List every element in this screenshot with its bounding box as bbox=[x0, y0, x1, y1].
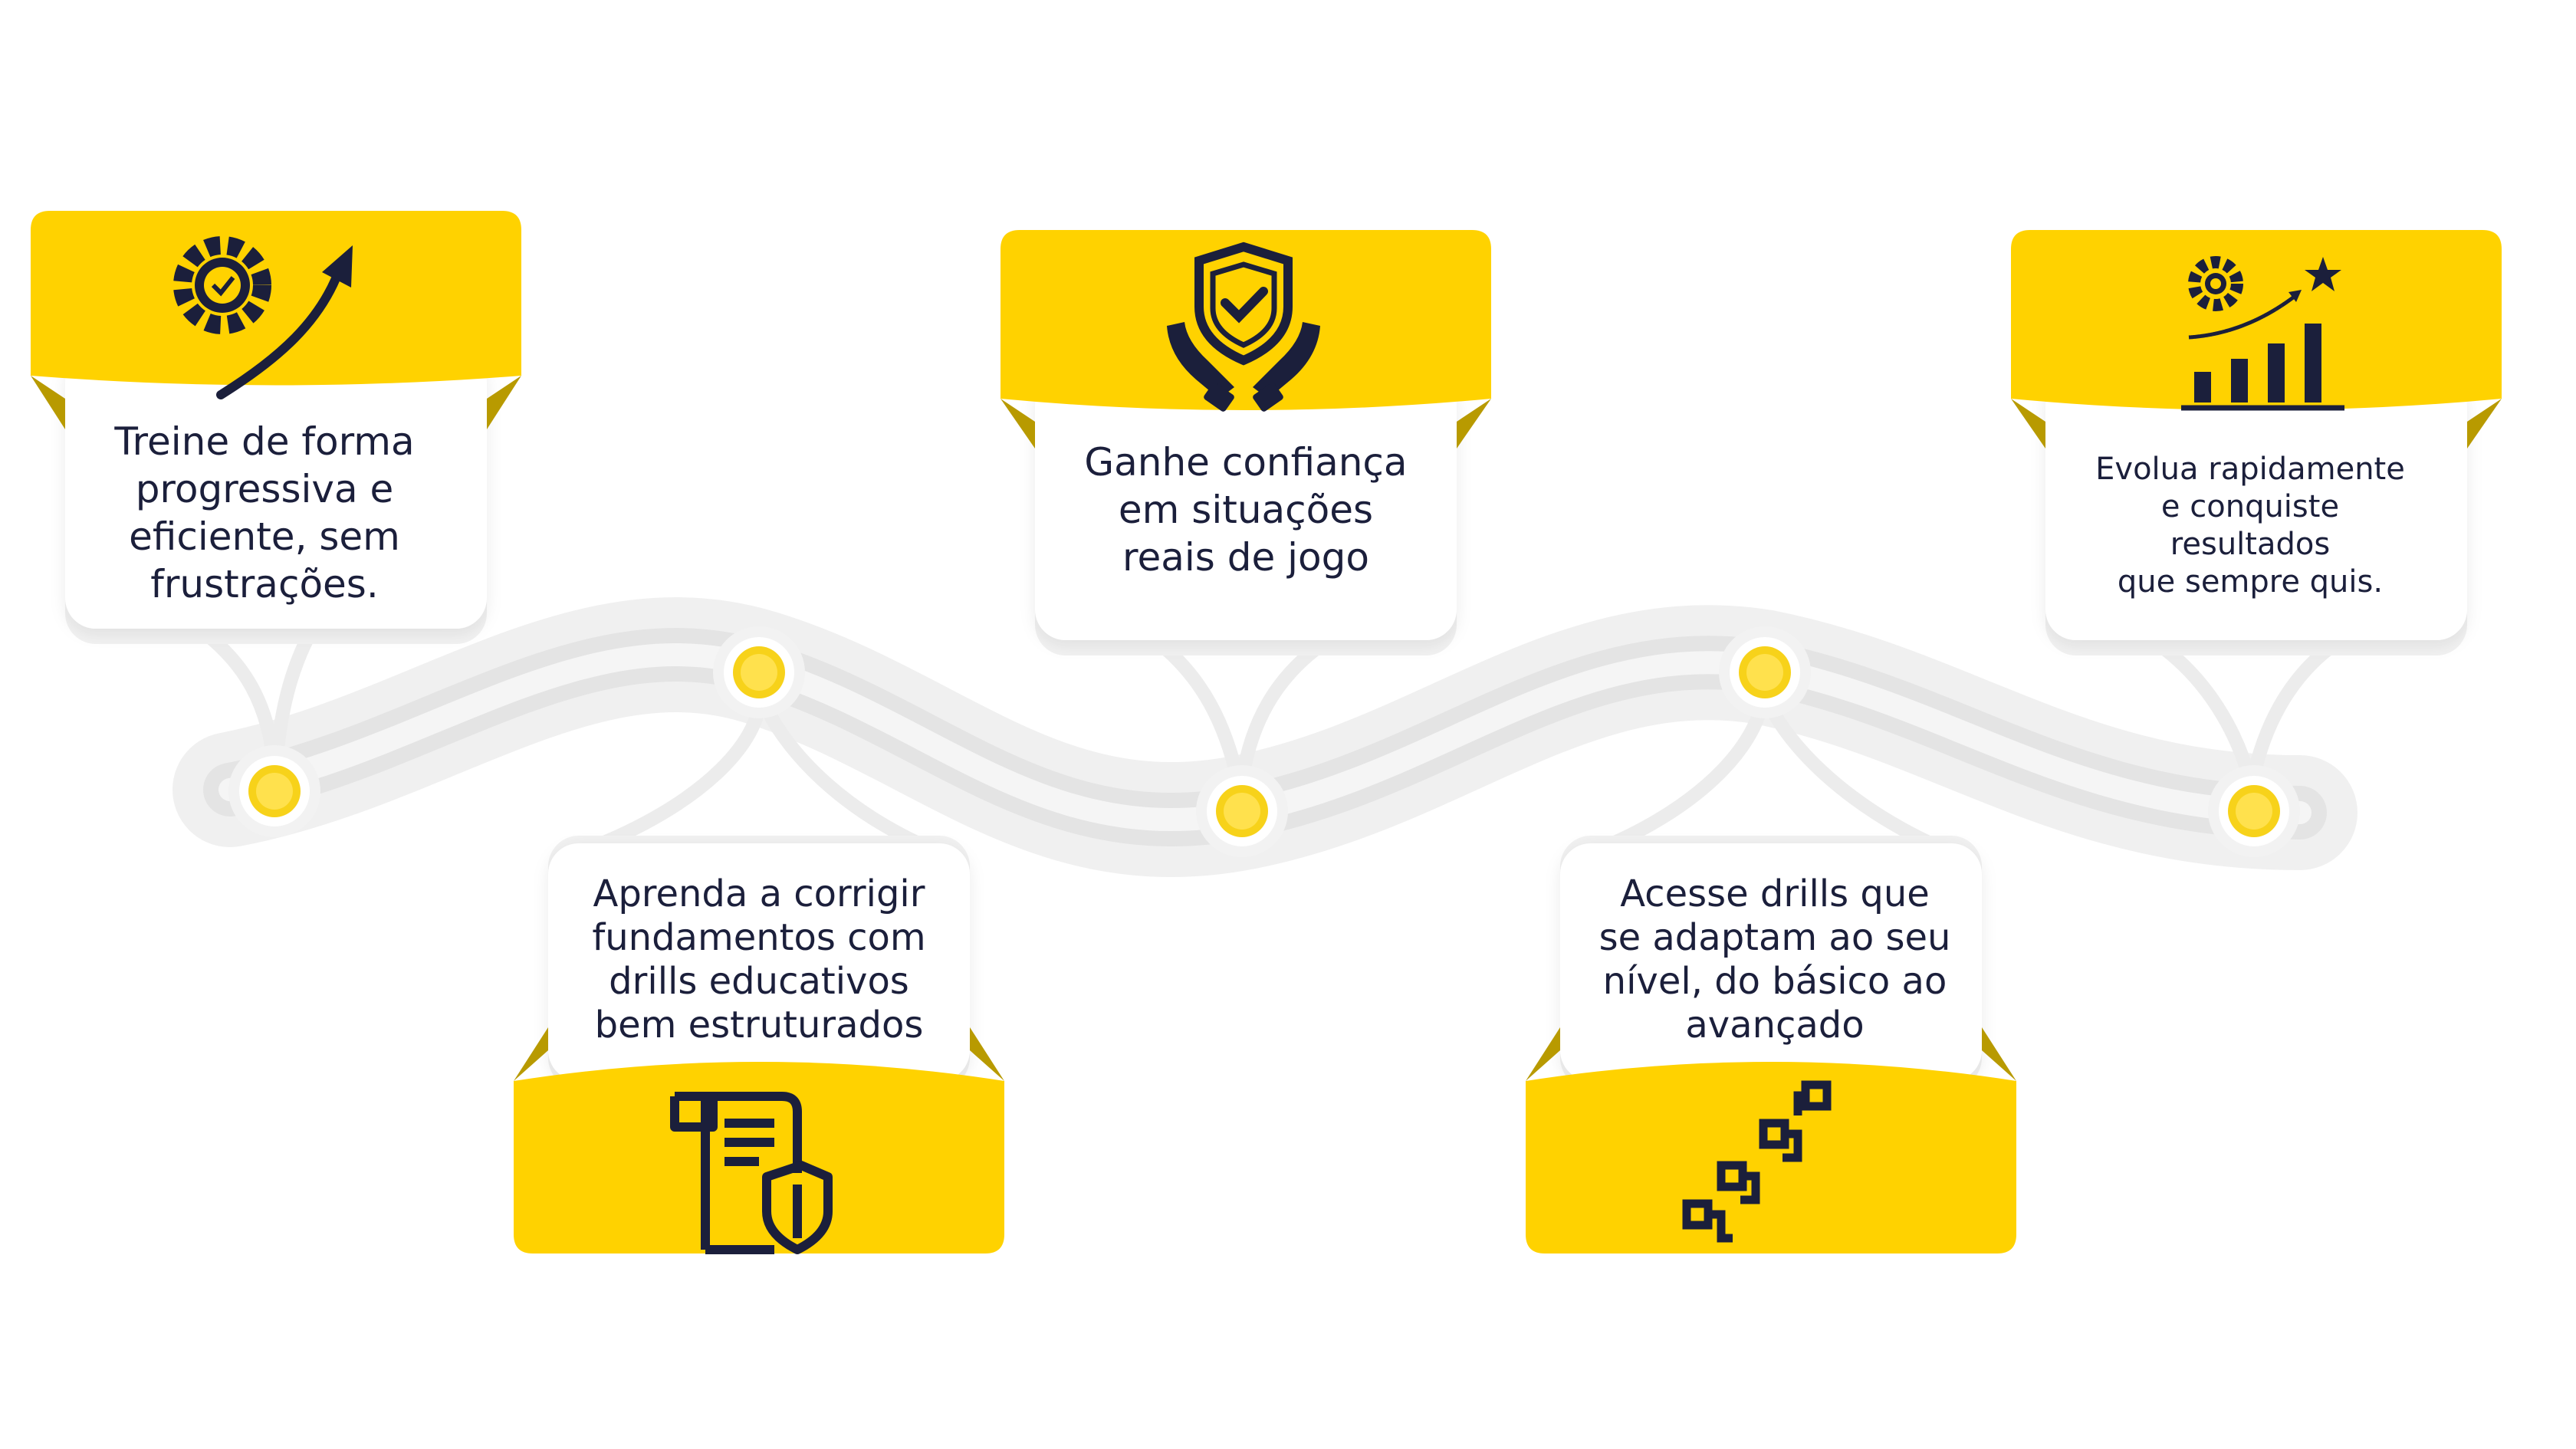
document-shield-icon bbox=[670, 1092, 833, 1254]
growth-chart-gear-star-icon bbox=[2181, 256, 2344, 411]
timeline-dots bbox=[228, 626, 2300, 857]
timeline-dot-1 bbox=[228, 745, 320, 837]
step-3-text: Ganhe confiança em situações reais de jo… bbox=[1084, 440, 1408, 580]
step-2-text: Aprenda a corrigir fundamentos com drill… bbox=[592, 872, 926, 1046]
step-card-4 bbox=[1526, 836, 2016, 1254]
hands-shield-check-icon bbox=[1167, 242, 1320, 412]
timeline-dot-4 bbox=[1719, 626, 1811, 718]
gear-arrow-up-icon bbox=[173, 236, 353, 399]
step-5-text: Evolua rapidamente e conquiste resultado… bbox=[2095, 452, 2405, 600]
step-1-text: Treine de forma progressiva e eficiente,… bbox=[114, 419, 415, 606]
step-card-3 bbox=[1001, 230, 1491, 656]
step-card-5 bbox=[2011, 230, 2502, 656]
step-card-1 bbox=[31, 211, 521, 644]
step-4-text: Acesse drills que se adaptam ao seu níve… bbox=[1598, 872, 1951, 1046]
stairs-squares-icon bbox=[1682, 1080, 1832, 1243]
timeline-dot-5 bbox=[2208, 765, 2300, 857]
timeline-dot-3 bbox=[1196, 765, 1288, 857]
timeline-dot-2 bbox=[713, 626, 805, 718]
step-card-2 bbox=[514, 836, 1004, 1254]
